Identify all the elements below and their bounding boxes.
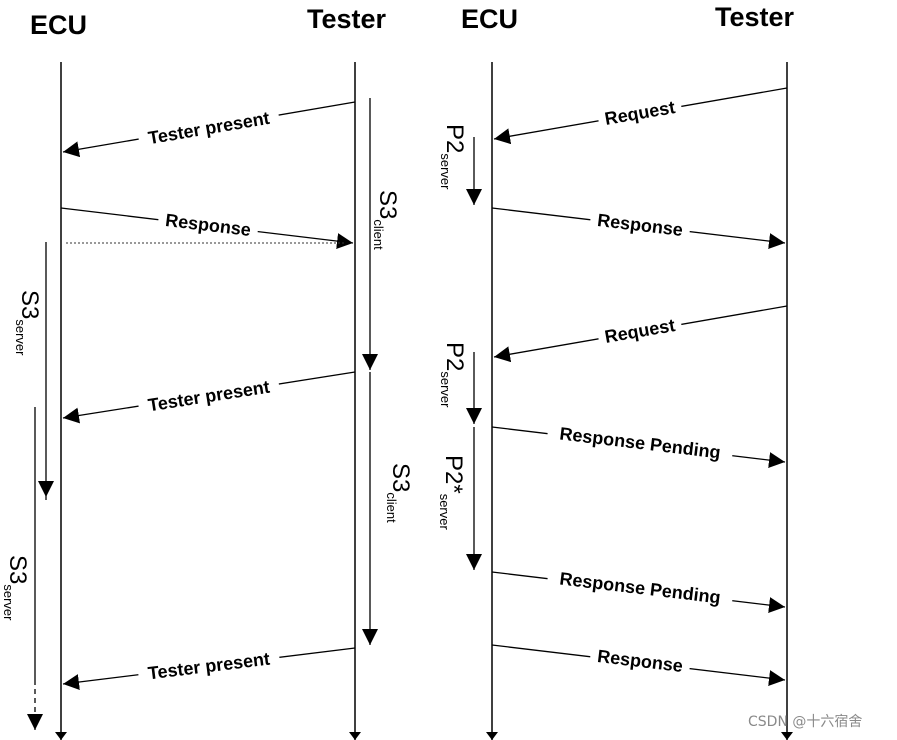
- response-label-2: Response: [596, 646, 684, 676]
- response-label: Response: [164, 210, 252, 240]
- s3-client-label-2: S3client: [384, 463, 414, 523]
- right-ecu-header: ECU: [461, 4, 518, 34]
- left-ecu-header: ECU: [30, 10, 87, 40]
- tester-present-label-bg-3: [137, 646, 281, 684]
- tester-present-label-2: Tester present: [147, 377, 271, 416]
- s3-client-label-1: S3client: [371, 190, 401, 250]
- right-ecu-lifeline-end-arrow: [486, 732, 498, 740]
- p2-star-server-label: P2*server: [437, 455, 467, 530]
- s3-server-label-2: S3server: [1, 555, 31, 621]
- right-tester-header: Tester: [715, 2, 795, 32]
- tester-present-label-3: Tester present: [147, 649, 271, 684]
- left-tester-header: Tester: [307, 4, 387, 34]
- request-label-bg-1: [596, 94, 683, 130]
- response-label-bg: [157, 208, 260, 239]
- response-pending-label-2: Response Pending: [558, 568, 721, 607]
- tester-present-label-bg-1: [136, 105, 281, 149]
- response-pending-label-1: Response Pending: [558, 423, 721, 462]
- response-pending-label-bg-1: [546, 421, 734, 462]
- left-ecu-lifeline-end-arrow: [55, 732, 67, 740]
- request-label-2: Request: [603, 315, 676, 347]
- response-label-bg-2: [589, 644, 692, 675]
- tester-present-label-bg-2: [136, 374, 281, 416]
- s3-server-label-1: S3server: [13, 290, 43, 356]
- p2-server-label-1: P2server: [438, 124, 468, 190]
- right-tester-lifeline-end-arrow: [781, 732, 793, 740]
- left-tester-lifeline-end-arrow: [349, 732, 361, 740]
- tester-present-label-1: Tester present: [147, 108, 271, 148]
- response-label-1: Response: [596, 210, 684, 240]
- request-label-bg-2: [596, 312, 683, 348]
- request-label-1: Request: [603, 97, 676, 129]
- response-label-bg-1: [589, 208, 692, 239]
- response-pending-label-bg-2: [546, 566, 734, 607]
- p2-server-label-2: P2server: [438, 342, 468, 408]
- watermark-text: CSDN @十六宿舍: [748, 713, 862, 730]
